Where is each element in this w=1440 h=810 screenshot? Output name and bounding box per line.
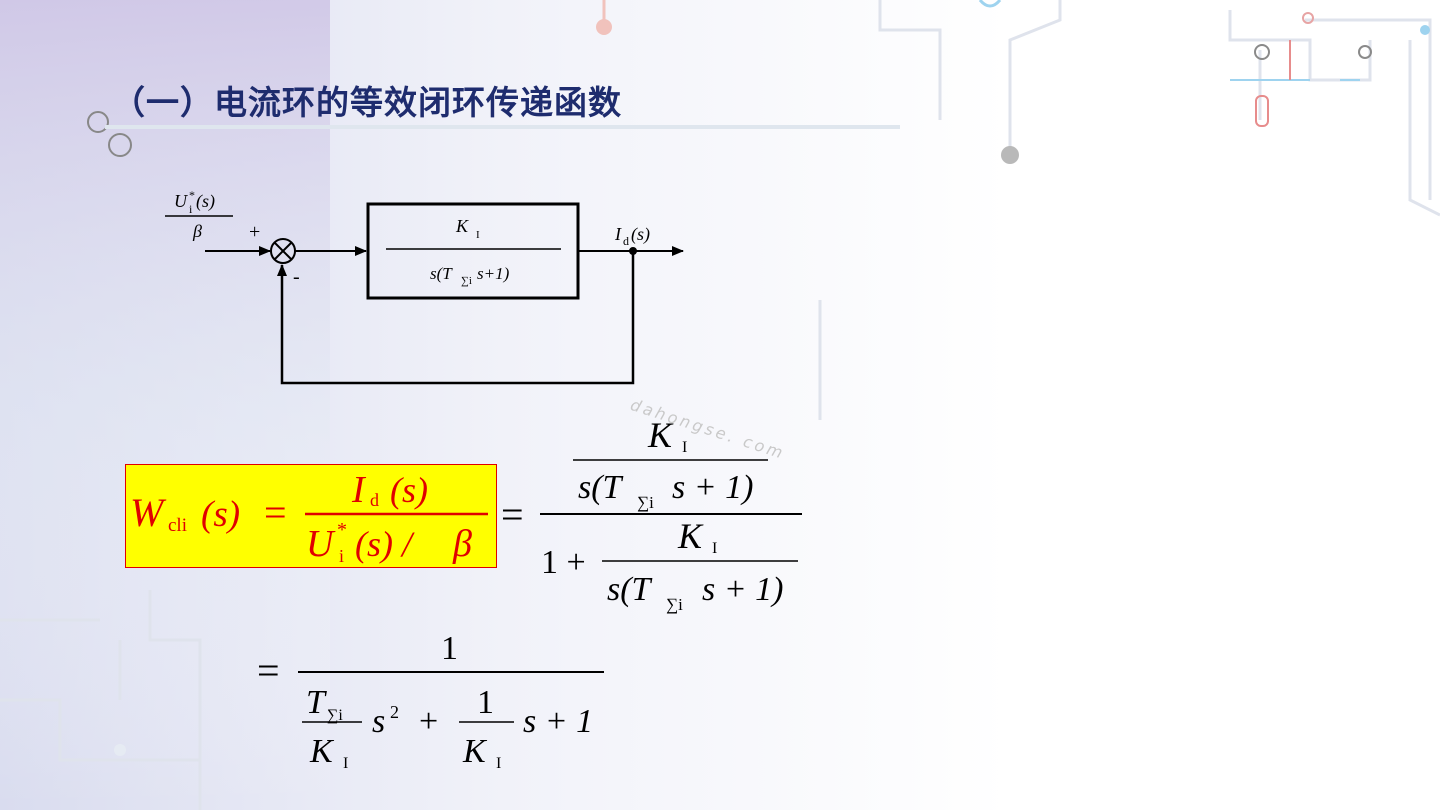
equals-sign: = [257,648,280,693]
svg-text:s + 1): s + 1) [702,571,784,608]
svg-text:I: I [351,469,367,511]
svg-text:1: 1 [477,684,494,721]
svg-text:cli: cli [168,515,187,536]
svg-text:W: W [130,490,167,535]
input-signal-label: U * i (s) β [165,188,233,241]
svg-text:K: K [462,733,488,770]
formula-rhs: = K I s(T ∑i s + 1) 1 + K I s(T ∑i s + 1… [501,415,802,614]
svg-text:U: U [306,523,336,565]
numerator-one: 1 [441,630,458,667]
svg-text:d: d [623,234,629,248]
svg-text:I: I [343,755,348,772]
slide-title: （一）电流环的等效闭环传递函数 [112,83,622,122]
svg-text:I: I [496,755,501,772]
svg-text:i: i [339,546,344,566]
svg-text:I: I [476,229,480,241]
svg-text:K: K [647,415,674,455]
s-squared-exp: 2 [390,702,399,722]
svg-text:s+1): s+1) [477,264,510,283]
plus-operator: + [419,703,438,740]
svg-text:(s): (s) [390,470,428,510]
svg-text:=: = [501,492,524,537]
svg-text:*: * [189,188,195,202]
svg-text:(s) /: (s) / [355,524,421,564]
svg-text:*: * [337,519,347,541]
svg-text:β: β [452,523,472,565]
svg-text:I: I [682,439,687,456]
svg-text:U: U [174,191,188,211]
svg-text:I: I [712,540,717,557]
s-plus-one: s + 1 [523,703,593,740]
svg-text:(s): (s) [196,191,215,212]
svg-text:K: K [309,733,335,770]
svg-text:d: d [370,490,379,510]
svg-text:1 +: 1 + [541,544,586,581]
time-constant-fraction: T ∑i K I [302,684,362,772]
plus-sign: + [249,221,260,243]
svg-text:K: K [455,216,469,236]
svg-text:β: β [192,221,202,241]
svg-text:(s): (s) [631,224,650,245]
svg-text:∑i: ∑i [327,707,343,724]
svg-text:T: T [306,684,327,721]
minus-sign: - [293,266,300,288]
gain-reciprocal-fraction: 1 K I [459,684,514,772]
highlighted-formula-box [125,464,497,568]
svg-text:∑i: ∑i [461,275,472,287]
svg-text:s(T: s(T [578,469,624,506]
svg-text:I: I [614,224,622,244]
svg-text:=: = [264,490,287,535]
circuit-nodes [87,0,1430,756]
svg-text:∑i: ∑i [637,493,654,512]
svg-text:i: i [189,202,193,216]
svg-text:s(T: s(T [607,571,653,608]
svg-text:∑i: ∑i [666,595,683,614]
svg-text:(s): (s) [201,494,240,535]
svg-text:s + 1): s + 1) [672,469,754,506]
formula-lhs: W cli (s) = I d (s) U * i (s) / β [130,469,488,566]
s-squared-var: s [372,703,385,740]
svg-text:s(T: s(T [430,264,453,283]
feedback-path [277,251,635,385]
output-signal-label: I d (s) [614,224,650,248]
svg-text:K: K [677,516,704,556]
